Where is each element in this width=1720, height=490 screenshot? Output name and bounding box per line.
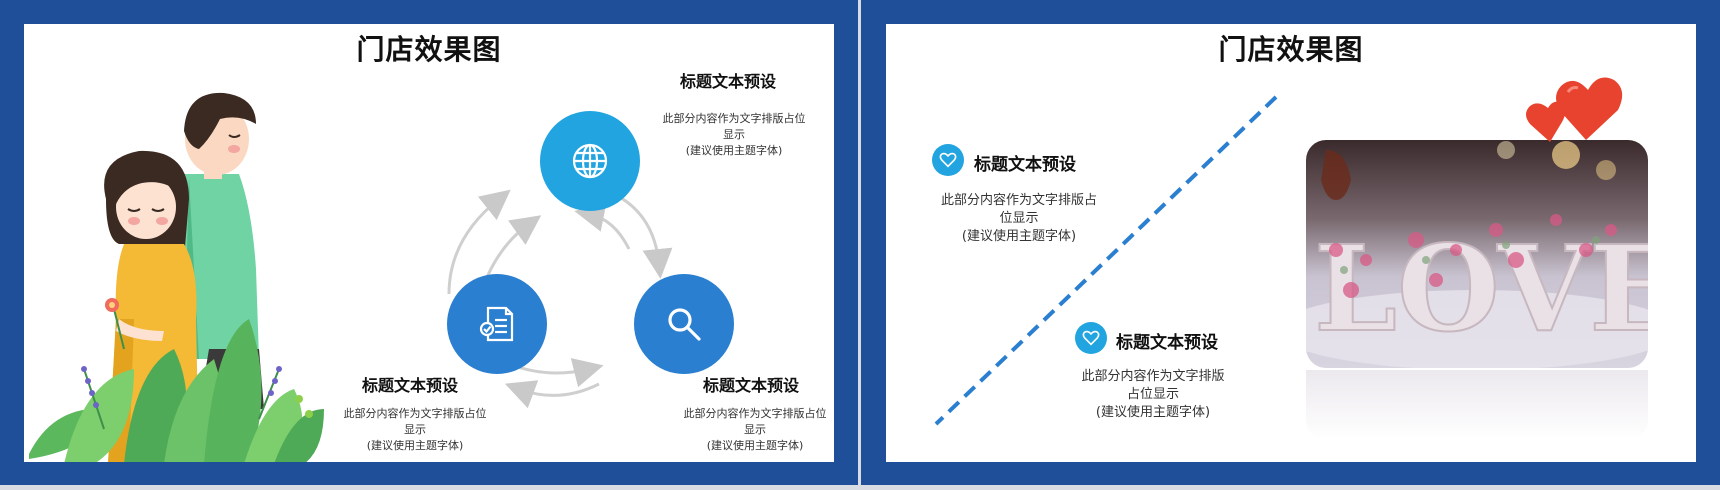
item-body: 此部分内容作为文字排版占位 显示 (建议使用主题字体): [330, 406, 500, 454]
heart-icon: [939, 152, 957, 168]
couple-illustration: [29, 92, 324, 462]
item-heading: 标题文本预设: [703, 376, 800, 395]
item-heading: 标题文本预设: [680, 72, 777, 91]
item-body-line: (建议使用主题字体): [366, 439, 464, 452]
item-heading: 标题文本预设: [362, 376, 459, 395]
globe-icon: [572, 143, 608, 179]
cycle-node-search[interactable]: [634, 274, 734, 374]
heart-badge: [932, 144, 964, 176]
slide-title: 门店效果图: [356, 33, 502, 66]
item-body-line: 此部分内容作为文字排版: [1081, 369, 1225, 384]
slide-left[interactable]: 门店效果图: [24, 24, 834, 462]
slide-frame-right: 门店效果图 标题文本预设 此部分内容作为文字排版占 位显示 (建议使用主题字体)…: [861, 0, 1720, 485]
diagonal-dashed-line: [934, 95, 1278, 426]
item-body-line: 显示: [744, 423, 766, 436]
item-body-line: (建议使用主题字体): [706, 439, 804, 452]
item-body-line: 占位显示: [1126, 387, 1179, 402]
item-heading: 标题文本预设: [974, 155, 1076, 175]
item-body-line: 位显示: [999, 211, 1039, 226]
item-body: 此部分内容作为文字排版 占位显示 (建议使用主题字体): [1068, 368, 1238, 422]
item-body: 此部分内容作为文字排版占位 显示 (建议使用主题字体): [649, 111, 819, 159]
heart-badge: [1075, 322, 1107, 354]
cycle-node-globe[interactable]: [540, 111, 640, 211]
item-body-line: 显示: [723, 128, 745, 141]
item-body-line: 此部分内容作为文字排版占: [940, 193, 1097, 208]
red-hearts-decoration: [1526, 77, 1623, 142]
photo-reflection: [1306, 370, 1648, 440]
item-body: 此部分内容作为文字排版占 位显示 (建议使用主题字体): [934, 192, 1104, 246]
item-body: 此部分内容作为文字排版占位 显示 (建议使用主题字体): [670, 406, 834, 454]
item-body-line: (建议使用主题字体): [685, 144, 783, 157]
love-photo: LOVE: [1306, 140, 1648, 368]
search-icon: [668, 308, 701, 341]
item-heading: 标题文本预设: [1116, 333, 1218, 353]
item-body-line: (建议使用主题字体): [961, 229, 1077, 244]
slide-frame-left: 门店效果图: [0, 0, 858, 485]
document-check-icon: [479, 306, 514, 342]
heart-icon: [1082, 330, 1100, 346]
item-body-line: (建议使用主题字体): [1095, 405, 1211, 420]
slide-right[interactable]: 门店效果图 标题文本预设 此部分内容作为文字排版占 位显示 (建议使用主题字体)…: [886, 24, 1696, 462]
svg-text:LOVE: LOVE: [1314, 219, 1648, 358]
item-body-line: 显示: [404, 423, 426, 436]
item-body-line: 此部分内容作为文字排版占位: [343, 407, 487, 420]
item-body-line: 此部分内容作为文字排版占位: [683, 407, 827, 420]
cycle-node-document[interactable]: [447, 274, 547, 374]
item-body-line: 此部分内容作为文字排版占位: [662, 112, 806, 125]
love-letters: LOVE: [1313, 218, 1648, 359]
slide-title: 门店效果图: [1218, 33, 1364, 66]
